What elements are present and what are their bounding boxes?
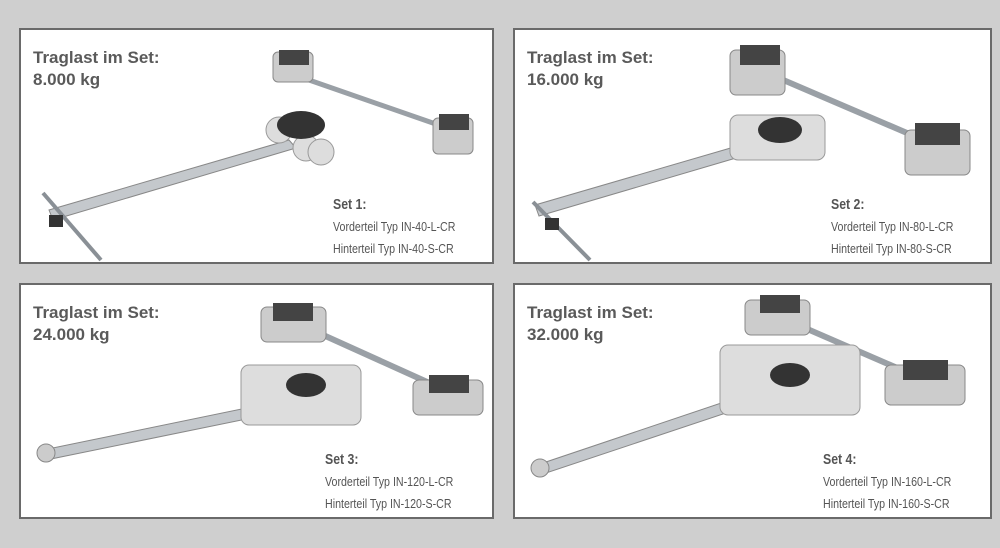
load-label: Traglast im Set: bbox=[527, 303, 654, 322]
set-description: Set 2: Vorderteil Typ IN-80-L-CR Hintert… bbox=[831, 194, 980, 260]
load-label: Traglast im Set: bbox=[527, 48, 654, 67]
set-name: Set 4: bbox=[823, 451, 857, 468]
rear-part-type: Hinterteil Typ IN-120-S-CR bbox=[325, 496, 453, 511]
rear-part-type: Hinterteil Typ IN-80-S-CR bbox=[830, 241, 952, 256]
machine-skate-illustration bbox=[530, 295, 966, 478]
set-3-panel: Traglast im Set: 24.000 kg Set 3: Vordert… bbox=[19, 283, 494, 519]
load-label: Traglast im Set: bbox=[33, 48, 160, 67]
set-name: Set 3: bbox=[325, 451, 359, 468]
set-1-panel: Traglast im Set: 8.000 kg Set 1: Vorderte… bbox=[19, 28, 494, 264]
set-description: Set 4: Vorderteil Typ IN-160-L-CR Hinter… bbox=[823, 449, 980, 515]
front-part-type: Vorderteil Typ IN-160-L-CR bbox=[823, 474, 952, 489]
set-description: Set 1: Vorderteil Typ IN-40-L-CR Hintert… bbox=[333, 194, 482, 260]
load-value: 16.000 kg bbox=[527, 70, 604, 89]
load-capacity: Traglast im Set: 32.000 kg bbox=[527, 302, 654, 346]
set-name: Set 1: bbox=[332, 196, 367, 213]
machine-skate-illustration bbox=[36, 303, 484, 463]
machine-skate-illustration bbox=[531, 45, 971, 262]
load-capacity: Traglast im Set: 16.000 kg bbox=[527, 47, 654, 91]
set-4-panel: Traglast im Set: 32.000 kg Set 4: Vordert… bbox=[513, 283, 992, 519]
load-capacity: Traglast im Set: 8.000 kg bbox=[33, 47, 160, 91]
load-value: 32.000 kg bbox=[527, 325, 604, 344]
load-value: 8.000 kg bbox=[33, 70, 101, 89]
set-2-panel: Traglast im Set: 16.000 kg Set 2: Vordert… bbox=[513, 28, 992, 264]
front-part-type: Vorderteil Typ IN-80-L-CR bbox=[830, 219, 954, 234]
set-name: Set 2: bbox=[830, 196, 865, 213]
rear-part-type: Hinterteil Typ IN-160-S-CR bbox=[823, 496, 951, 511]
rear-part-type: Hinterteil Typ IN-40-S-CR bbox=[332, 241, 454, 256]
load-value: 24.000 kg bbox=[33, 325, 110, 344]
load-capacity: Traglast im Set: 24.000 kg bbox=[33, 302, 160, 346]
front-part-type: Vorderteil Typ IN-40-L-CR bbox=[332, 219, 456, 234]
machine-skate-illustration bbox=[41, 50, 474, 262]
set-description: Set 3: Vorderteil Typ IN-120-L-CR Hinter… bbox=[325, 449, 482, 515]
load-label: Traglast im Set: bbox=[33, 303, 160, 322]
front-part-type: Vorderteil Typ IN-120-L-CR bbox=[325, 474, 454, 489]
